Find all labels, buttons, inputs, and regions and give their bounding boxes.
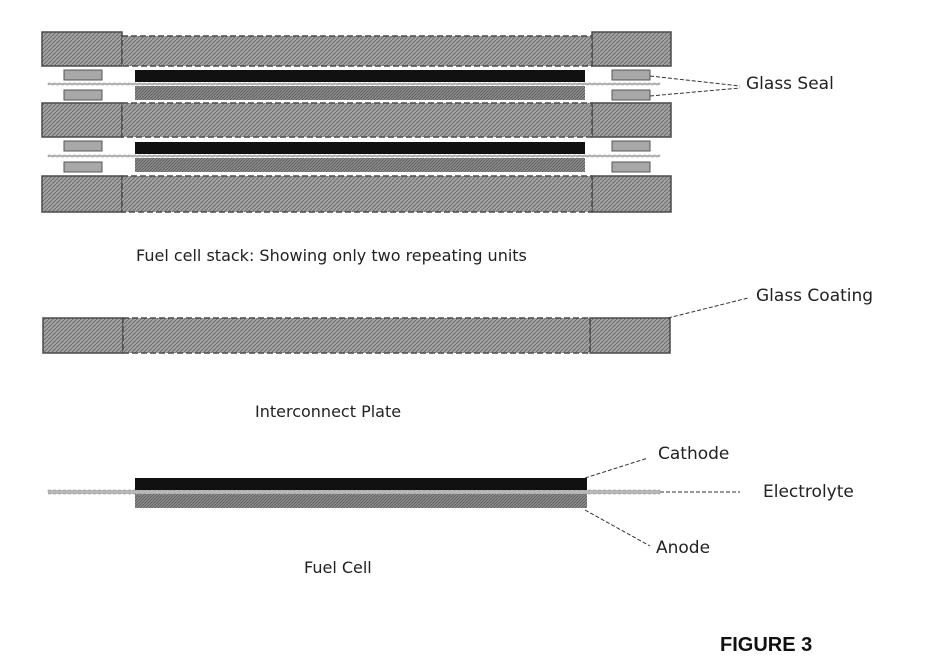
electrolyte-layer bbox=[48, 490, 660, 494]
stack-electrolyte-2 bbox=[48, 155, 660, 157]
fuel-cell-stack bbox=[42, 32, 671, 212]
anode-layer bbox=[135, 494, 587, 508]
figure-label: FIGURE 3 bbox=[720, 634, 812, 657]
glass-seal-leaders bbox=[650, 76, 740, 96]
cathode-layer bbox=[135, 478, 587, 490]
stack-caption: Fuel cell stack: Showing only two repeat… bbox=[136, 246, 527, 265]
fuel-cell-caption: Fuel Cell bbox=[304, 558, 372, 577]
anode-label: Anode bbox=[656, 538, 710, 558]
stack-cathode-2 bbox=[135, 142, 585, 154]
glass-seal-label: Glass Seal bbox=[746, 74, 834, 94]
stack-cathode-1 bbox=[135, 70, 585, 82]
glass-coating-leader bbox=[668, 298, 748, 318]
interconnect-caption: Interconnect Plate bbox=[255, 402, 401, 421]
cathode-label: Cathode bbox=[658, 444, 729, 464]
fuel-cell-leaders bbox=[585, 458, 740, 546]
fuel-cell bbox=[48, 478, 660, 508]
stack-anode-1 bbox=[135, 86, 585, 100]
stack-interconnect-plate-1 bbox=[42, 32, 671, 66]
stack-interconnect-plate-2 bbox=[42, 103, 671, 137]
stack-interconnect-plate-3 bbox=[42, 176, 671, 212]
stack-anode-2 bbox=[135, 158, 585, 172]
glass-coating-label: Glass Coating bbox=[756, 286, 873, 306]
interconnect-plate bbox=[43, 318, 670, 353]
electrolyte-label: Electrolyte bbox=[763, 482, 854, 502]
stack-electrolyte-1 bbox=[48, 83, 660, 85]
